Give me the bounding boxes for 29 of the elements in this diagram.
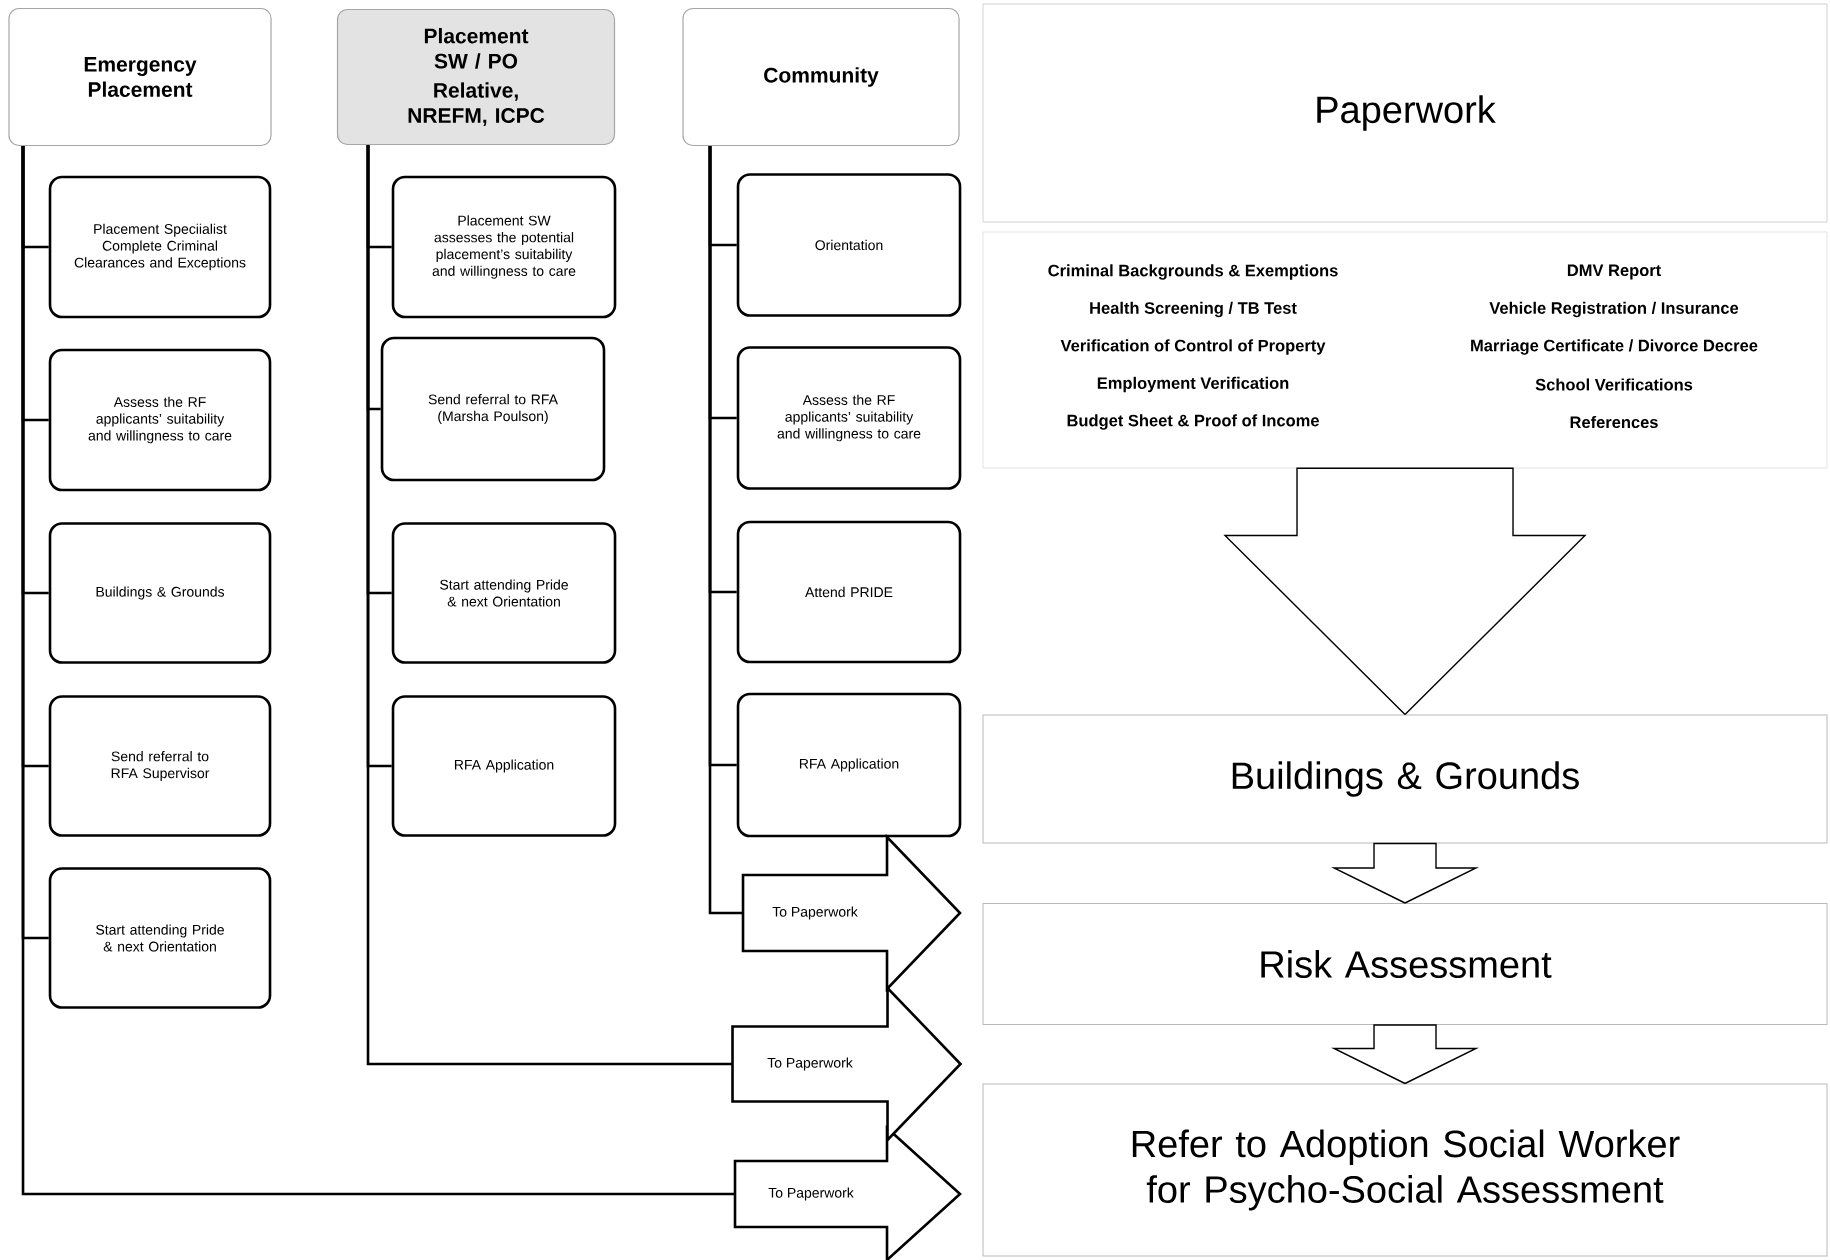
step-box: Refer to Adoption Social Worker for Psycho-Social Assessment: [982, 1083, 1828, 1257]
column-header: Placement SW / PO Relative, NREFM, ICPC: [336, 8, 616, 146]
connector-line: [366, 145, 733, 1066]
process-box: Start attending Pride & next Orientation: [48, 867, 272, 1009]
process-box: Send referral to RFA (Marsha Poulson): [380, 336, 606, 482]
process-box: Placement SW assesses the potential placement’s suitability and willingness to care: [391, 175, 617, 319]
column-header: Community: [682, 7, 960, 147]
block-arrow: [1331, 842, 1479, 904]
process-box: Send referral to RFA Supervisor: [48, 695, 272, 837]
connector-line: [708, 146, 743, 915]
connector-line: [21, 146, 735, 1196]
arrow-box: To Paperwork: [733, 1125, 962, 1260]
block-arrow: [1223, 467, 1587, 716]
process-box: RFA Application: [391, 695, 617, 837]
block-arrow: [1331, 1024, 1479, 1085]
section-box: Paperwork: [982, 3, 1828, 223]
arrow-box: To Paperwork: [741, 833, 962, 993]
process-box: Start attending Pride & next Orientation: [391, 522, 617, 664]
process-box: Placement Speciialist Complete Criminal Clearances and Exceptions: [48, 175, 272, 319]
checklist-box: Criminal Backgrounds & Exemptions Health Screening / TB Test Verification of Control of Property Employment Verification Budget Sheet & Proof of Income DMV Report Vehicle Registration / Insurance Marriage Certificate / Divorce Decree School Verifications References: [982, 231, 1828, 469]
process-box: Assess the RF applicants’ suitability and willingness to care: [736, 346, 962, 490]
step-box: Buildings & Grounds: [982, 714, 1828, 844]
process-box: RFA Application: [736, 692, 962, 838]
process-box: Attend PRIDE: [736, 520, 962, 664]
process-box: Buildings & Grounds: [48, 522, 272, 664]
process-box: Orientation: [736, 173, 962, 317]
process-box: Assess the RF applicants’ suitability and willingness to care: [48, 348, 272, 492]
column-header: Emergency Placement: [8, 7, 272, 147]
step-box: Risk Assessment: [982, 903, 1828, 1025]
